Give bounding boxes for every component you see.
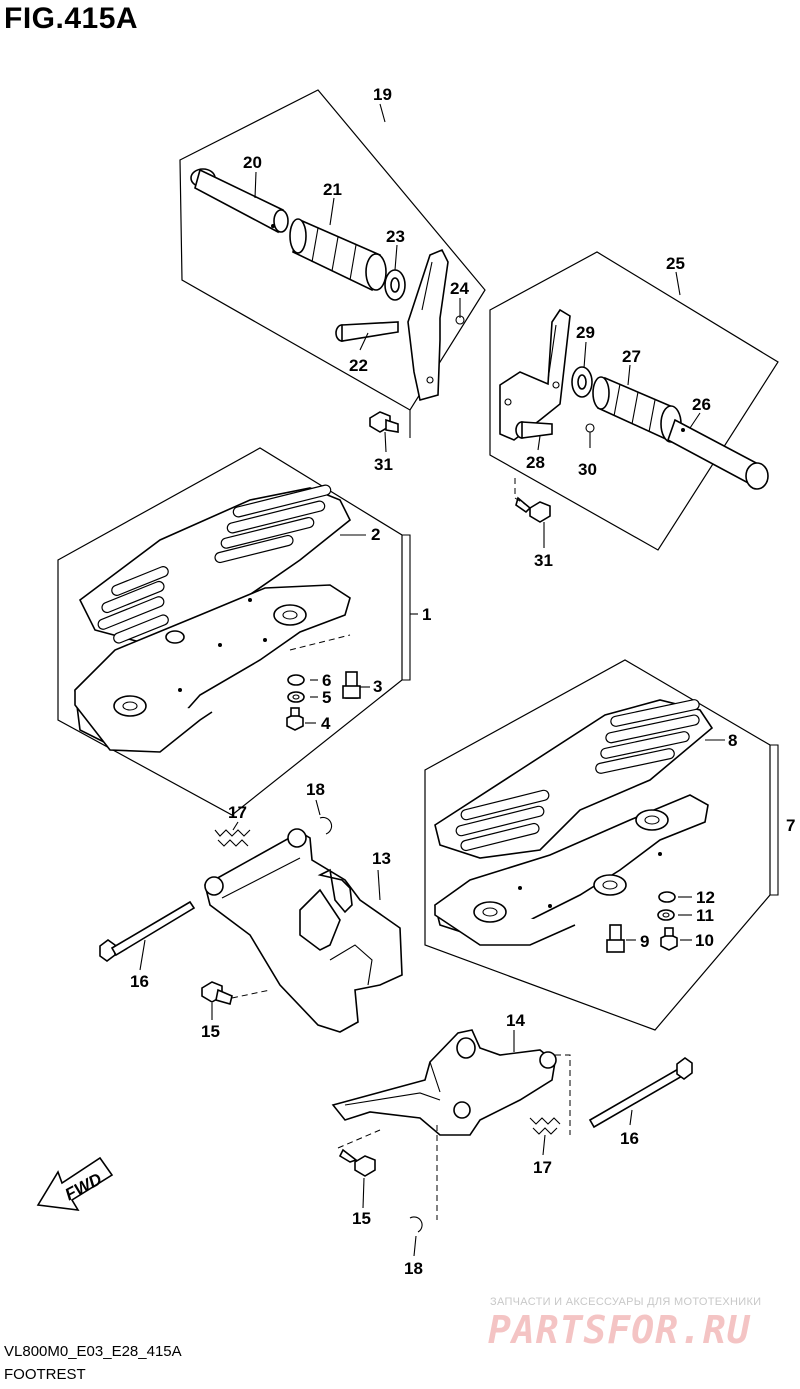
part-7-board [434, 794, 709, 946]
part-bracket-25 [499, 308, 571, 441]
part-20-pin [190, 168, 289, 234]
part-31-bolt-a [369, 411, 399, 433]
callout-31b: 31 [534, 551, 553, 570]
callout-17b: 17 [533, 1158, 552, 1177]
figure-name: FOOTREST [4, 1366, 86, 1383]
callout-18b: 18 [404, 1259, 423, 1278]
part-11-nut [657, 909, 675, 921]
callout-18a: 18 [306, 780, 325, 799]
part-15-bolt-b [338, 1148, 376, 1177]
part-6-washer [287, 674, 305, 686]
callout-28: 28 [526, 453, 545, 472]
part-5-nut [287, 691, 305, 703]
callout-10: 10 [695, 931, 714, 950]
part-13-bracket [204, 828, 403, 1033]
part-17-spring-b [529, 1117, 561, 1135]
callout-11: 11 [696, 906, 714, 925]
fwd-arrow-icon: FWD [36, 1156, 114, 1211]
callout-5: 5 [322, 688, 331, 707]
part-22-pin [335, 321, 399, 342]
callout-3: 3 [373, 677, 382, 696]
callout-15a: 15 [201, 1022, 220, 1041]
part-18-clip-a [319, 816, 333, 835]
part-8-rubber-mat [434, 699, 714, 859]
callout-15b: 15 [352, 1209, 371, 1228]
part-31-bolt-b [515, 496, 551, 523]
part-16-bolt-b [588, 1057, 693, 1129]
part-1-board [74, 584, 351, 753]
callout-29: 29 [576, 323, 595, 342]
part-3-stud [342, 671, 361, 699]
part-15-bolt-a [201, 981, 233, 1005]
callout-1: 1 [422, 605, 431, 624]
part-29-washer [571, 366, 593, 398]
callout-numbers: 19 20 21 23 24 22 25 29 27 26 28 30 31 3… [130, 85, 795, 1278]
figure-code: VL800M0_E03_E28_415A [4, 1343, 182, 1360]
callout-20: 20 [243, 153, 262, 172]
callout-17a: 17 [228, 803, 247, 822]
part-23-washer [384, 269, 406, 301]
callout-24: 24 [450, 279, 469, 298]
callout-21: 21 [323, 180, 342, 199]
part-9-stud [606, 924, 625, 953]
callout-26: 26 [692, 395, 711, 414]
callout-19: 19 [373, 85, 392, 104]
callout-16a: 16 [130, 972, 149, 991]
callout-4: 4 [321, 714, 331, 733]
callout-8: 8 [728, 731, 737, 750]
callout-30: 30 [578, 460, 597, 479]
callout-27: 27 [622, 347, 641, 366]
part-28-pin [515, 421, 553, 439]
watermark-tagline: ЗАПЧАСТИ И АКСЕССУАРЫ ДЛЯ МОТОТЕХНИКИ [490, 1296, 762, 1308]
part-4-nut [286, 707, 304, 731]
part-17-spring-a [214, 829, 251, 847]
callout-25: 25 [666, 254, 685, 273]
figure-title: FIG.415A [4, 2, 139, 35]
callout-13: 13 [372, 849, 391, 868]
callout-23: 23 [386, 227, 405, 246]
part-27-rubber [592, 376, 682, 443]
part-21-rubber [289, 218, 387, 292]
callout-7: 7 [786, 816, 795, 835]
callout-31a: 31 [374, 455, 393, 474]
watermark-logo: PARTSFOR.RU [488, 1308, 751, 1352]
callout-12: 12 [696, 888, 715, 907]
part-26-pin [667, 418, 769, 490]
callout-14: 14 [506, 1011, 525, 1030]
callout-22: 22 [349, 356, 368, 375]
callout-9: 9 [640, 932, 649, 951]
part-bracket-19 [407, 248, 449, 401]
part-12-washer [658, 891, 676, 903]
part-14-bracket [331, 1029, 557, 1136]
part-30-clip [585, 423, 595, 433]
assembly-19-box [179, 89, 486, 411]
part-10-nut [660, 927, 678, 951]
part-16-bolt-a [99, 900, 196, 962]
callout-2: 2 [371, 525, 380, 544]
part-2-rubber-mat [78, 484, 352, 651]
part-18-clip-b [409, 1216, 423, 1233]
leader-lines [139, 103, 779, 1257]
callout-16b: 16 [620, 1129, 639, 1148]
callout-6: 6 [322, 671, 331, 690]
